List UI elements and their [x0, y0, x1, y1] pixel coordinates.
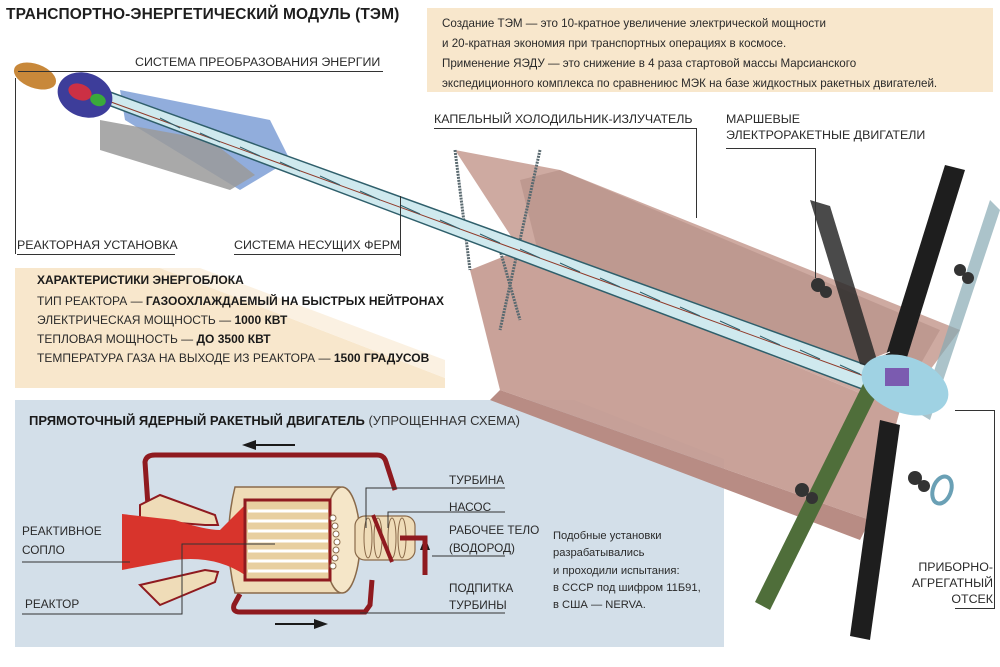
engine-note: Подобные установки разрабатывались и про… — [553, 528, 701, 614]
info-line: и 20-кратная экономия при транспортных о… — [442, 37, 787, 50]
radiator-panel-upper-shade — [520, 170, 940, 400]
label-pump: НАСОС — [449, 500, 492, 514]
radiator-panel-lower — [470, 250, 900, 520]
note-line: разрабатывались — [553, 547, 645, 560]
panel-gray — [100, 120, 255, 190]
fuel-rods — [248, 509, 328, 573]
feed-pipe — [231, 579, 375, 615]
info-box: Создание ТЭМ — это 10-кратное увеличение… — [427, 8, 993, 92]
spec-heading: ХАРАКТЕРИСТИКИ ЭНЕРГОБЛОКА — [37, 273, 244, 287]
info-line: Создание ТЭМ — это 10-кратное увеличение… — [442, 17, 826, 30]
hydrogen-inlet — [400, 535, 428, 575]
label-turbine-feed-line1: ПОДПИТКА — [449, 581, 514, 595]
callout-truss-system: СИСТЕМА НЕСУЩИХ ФЕРМ — [234, 238, 400, 255]
thruster-arm-upper — [810, 200, 880, 370]
thruster-arm-right — [920, 200, 1000, 420]
spec-row: ТЕПЛОВАЯ МОЩНОСТЬ — ДО 3500 КВТ — [37, 332, 271, 346]
label-reactor: РЕАКТОР — [25, 597, 80, 611]
label-working-body-line1: РАБОЧЕЕ ТЕЛО — [449, 523, 540, 537]
spec-row: ТИП РЕАКТОРА — ГАЗООХЛАЖДАЕМЫЙ НА БЫСТРЫ… — [37, 294, 445, 308]
solar-array-black-lower — [850, 420, 900, 640]
info-line: экспедиционного комплекса по сравнениюс … — [442, 77, 938, 90]
callout-thrusters-line1: МАРШЕВЫЕ — [726, 112, 800, 126]
callout-reactor-unit: РЕАКТОРНАЯ УСТАНОВКА — [17, 238, 178, 255]
note-line: и проходили испытания: — [553, 564, 680, 577]
spec-row: ЭЛЕКТРИЧЕСКАЯ МОЩНОСТЬ — 1000 КВТ — [37, 313, 288, 327]
solar-array-black-upper — [880, 165, 965, 380]
callout-energy-conversion: СИСТЕМА ПРЕОБРАЗОВАНИЯ ЭНЕРГИИ — [135, 55, 383, 72]
engine-heading: ПРЯМОТОЧНЫЙ ЯДЕРНЫЙ РАКЕТНЫЙ ДВИГАТЕЛЬ (… — [29, 413, 521, 428]
spec-panel-bg — [15, 268, 445, 388]
flow-arrow-bottom — [275, 619, 328, 629]
thruster-arm-green — [755, 370, 885, 610]
note-line: в СССР под шифром 11Б91, — [553, 581, 701, 594]
return-pipe — [142, 452, 398, 507]
note-line: в США — NERVA. — [553, 599, 646, 612]
label-working-body-line2: (ВОДОРОД) — [449, 541, 515, 555]
page-title: ТРАНСПОРТНО-ЭНЕРГЕТИЧЕСКИЙ МОДУЛЬ (ТЭМ) — [6, 6, 400, 23]
callout-instrument-line1: ПРИБОРНО- — [918, 560, 993, 574]
reactor-unit — [13, 62, 57, 90]
spec-row: ТЕМПЕРАТУРА ГАЗА НА ВЫХОДЕ ИЗ РЕАКТОРА —… — [37, 351, 430, 365]
truss-lattice — [159, 117, 861, 375]
callout-instrument-line2: АГРЕГАТНЫЙ — [911, 576, 993, 590]
radiator-panel-lower-edge — [490, 390, 870, 540]
callout-droplet-radiator: КАПЕЛЬНЫЙ ХОЛОДИЛЬНИК-ИЗЛУЧАТЕЛЬ — [434, 112, 696, 129]
label-turbine: ТУРБИНА — [449, 473, 505, 487]
flow-arrow-top — [242, 440, 295, 450]
callout-thrusters-line2: ЭЛЕКТРОРАКЕТНЫЕ ДВИГАТЕЛИ — [726, 128, 926, 142]
note-line: Подобные установки — [553, 530, 662, 542]
spec-panel: ХАРАКТЕРИСТИКИ ЭНЕРГОБЛОКА ТИП РЕАКТОРА … — [15, 268, 445, 388]
ring — [930, 474, 954, 506]
info-line: Применение ЯЭДУ — это снижение в 4 раза … — [442, 57, 857, 70]
label-nozzle-line1: РЕАКТИВНОЕ — [22, 524, 102, 538]
label-turbine-feed-line2: ТУРБИНЫ — [449, 598, 507, 612]
nozzle-flame — [122, 500, 265, 580]
callout-instrument-line3: ОТСЕК — [951, 592, 993, 606]
label-nozzle-line2: СОПЛО — [22, 543, 65, 557]
spec-panel-fade — [160, 268, 445, 378]
